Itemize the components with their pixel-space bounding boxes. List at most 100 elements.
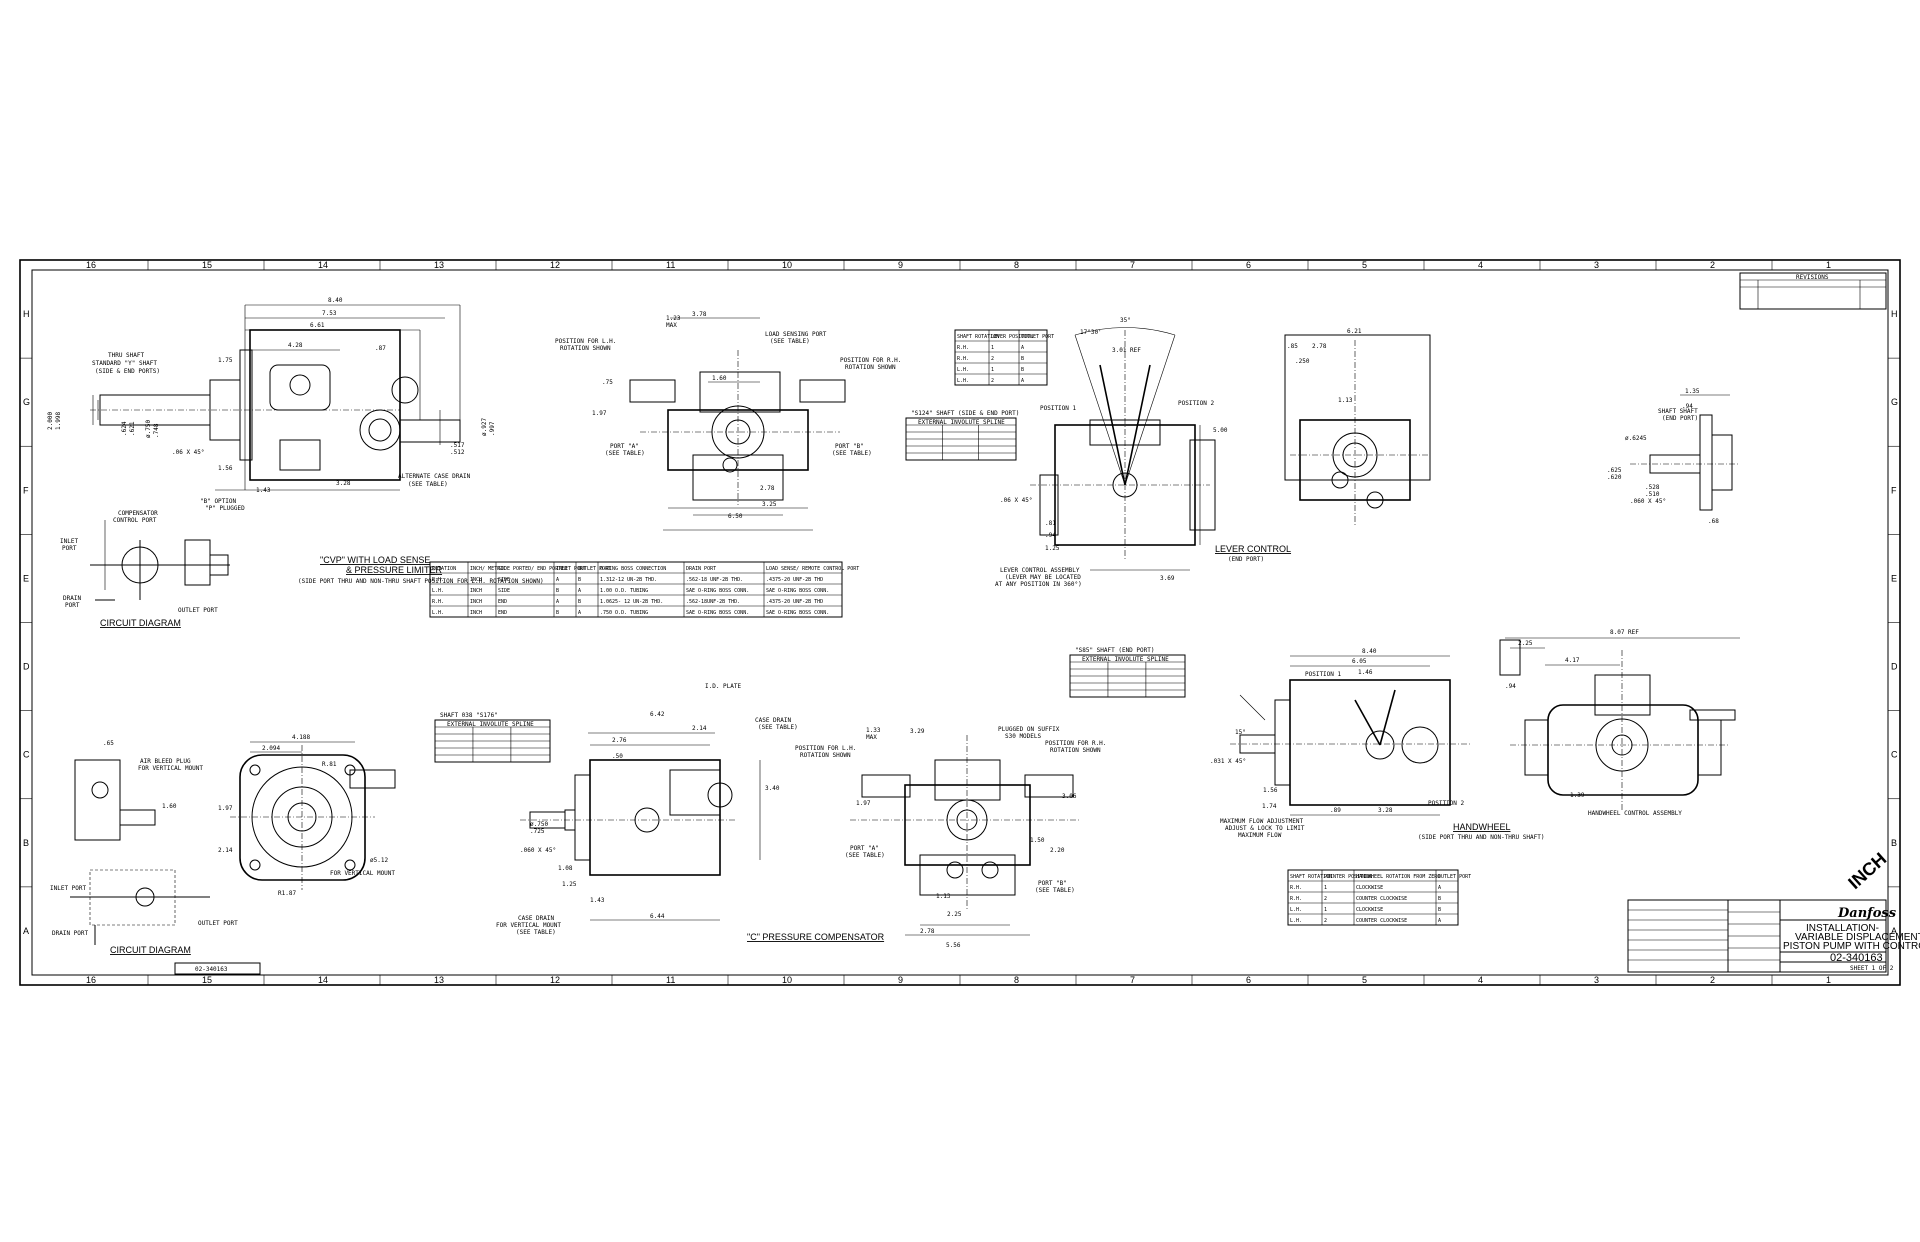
table-cell: L.H.: [1290, 907, 1302, 913]
table-frame: [1287, 869, 1459, 926]
column-label-top: 13: [434, 260, 444, 270]
svg-text:1.56: 1.56: [218, 465, 233, 472]
svg-text:CASE DRAIN: CASE DRAIN: [518, 915, 555, 922]
svg-text:R.81: R.81: [322, 761, 337, 768]
row-label-right: B: [1891, 838, 1897, 848]
table-cell: L.H.: [957, 367, 969, 373]
column-label-bottom: 3: [1594, 975, 1599, 985]
table-cell: L.H.: [432, 610, 444, 616]
row-label-left: F: [23, 485, 29, 495]
table-cell: 2: [991, 378, 994, 384]
handwheel-spline-table: "S85" SHAFT (END PORT)EXTERNAL INVOLUTE …: [1069, 647, 1186, 698]
table-cell: L.H.: [957, 378, 969, 384]
svg-text:.250: .250: [1295, 358, 1310, 365]
row-label-left: G: [23, 397, 30, 407]
cvp-title: "CVP" WITH LOAD SENSE & PRESSURE LIMITER…: [298, 555, 544, 585]
svg-text:PORT: PORT: [65, 602, 80, 609]
svg-text:3.06: 3.06: [1062, 793, 1077, 800]
table-cell: L.H.: [1290, 918, 1302, 924]
cvp-end-text: POSITION FOR L.H. ROTATION SHOWN LOAD SE…: [555, 311, 901, 520]
table-cell: SAE O-RING BOSS CONN.: [766, 610, 829, 616]
svg-text:5.00: 5.00: [1213, 427, 1228, 434]
svg-text:3.78: 3.78: [692, 311, 707, 318]
table-cell: INCH: [470, 588, 482, 594]
column-label-top: 7: [1130, 260, 1135, 270]
cvp-end-view: [629, 317, 846, 531]
svg-text:.89: .89: [1330, 807, 1341, 814]
svg-text:.94: .94: [1505, 683, 1516, 690]
svg-text:1.56: 1.56: [1263, 787, 1278, 794]
svg-text:ALTERNATE CASE DRAIN: ALTERNATE CASE DRAIN: [398, 473, 471, 480]
svg-text:.510: .510: [1645, 491, 1660, 498]
table-cell: INCH: [470, 577, 482, 583]
svg-text:MAX: MAX: [866, 734, 877, 741]
table-frame: [429, 561, 843, 618]
svg-text:3.01 REF: 3.01 REF: [1112, 347, 1141, 354]
table-cell: INCH: [470, 610, 482, 616]
table-cell: B: [1438, 907, 1441, 913]
svg-text:1.33: 1.33: [866, 727, 881, 734]
table-header-cell: OUTLET PORT: [1438, 874, 1471, 880]
table-header-cell: OUTLET PORT: [1021, 334, 1054, 340]
svg-text:THRU SHAFT: THRU SHAFT: [108, 352, 145, 359]
svg-text:2.25: 2.25: [1518, 640, 1533, 647]
column-label-bottom: 9: [898, 975, 903, 985]
table-cell: .750 O.D. TUBING: [600, 610, 648, 616]
table-cell: A: [1021, 345, 1024, 351]
column-label-top: 1: [1826, 260, 1831, 270]
svg-text:35°: 35°: [1120, 317, 1131, 324]
table-cell: 2: [991, 356, 994, 362]
svg-text:(LEVER MAY BE LOCATED: (LEVER MAY BE LOCATED: [1005, 574, 1081, 581]
column-label-top: 5: [1362, 260, 1367, 270]
table-cell: 1: [991, 345, 994, 351]
circuit-diagram-2-text: AIR BLEED PLUG FOR VERTICAL MOUNT INLET …: [50, 740, 238, 955]
table-cell: A: [578, 610, 581, 616]
svg-text:ø.750: ø.750: [530, 821, 548, 828]
table-header-cell: HANDWHEEL ROTATION FROM ZERO: [1356, 874, 1440, 880]
svg-text:.725: .725: [530, 828, 545, 835]
svg-text:REVISIONS: REVISIONS: [1796, 274, 1829, 281]
spline-title: "S124" SHAFT (SIDE & END PORT): [911, 410, 1019, 417]
svg-text:S30 MODELS: S30 MODELS: [1005, 733, 1042, 740]
column-label-top: 11: [666, 260, 675, 270]
svg-text:(SEE TABLE): (SEE TABLE): [408, 481, 448, 488]
table-cell: END: [498, 599, 507, 605]
table-header-cell: INLET PORT: [556, 566, 586, 572]
handwheel-side-view: [1230, 655, 1470, 816]
table-cell: B: [556, 588, 559, 594]
svg-text:R1.87: R1.87: [278, 890, 296, 897]
table-cell: A: [1438, 885, 1441, 891]
row-label-left: E: [23, 573, 29, 583]
table-cell: A: [556, 599, 559, 605]
svg-text:INSTALLATION-: INSTALLATION-: [1806, 923, 1879, 934]
svg-text:INLET PORT: INLET PORT: [50, 885, 87, 892]
svg-text:.748: .748: [153, 423, 160, 438]
svg-text:MAXIMUM FLOW ADJUSTMENT: MAXIMUM FLOW ADJUSTMENT: [1220, 818, 1303, 825]
table-cell: R.H.: [1290, 885, 1302, 891]
svg-text:2.14: 2.14: [218, 847, 233, 854]
svg-text:.85: .85: [1287, 343, 1298, 350]
svg-text:1.08: 1.08: [558, 865, 573, 872]
table-cell: CLOCKWISE: [1356, 885, 1383, 891]
table-cell: R.H.: [957, 356, 969, 362]
svg-text:(END PORT): (END PORT): [1662, 415, 1698, 422]
vertical-mount-text: FOR VERTICAL MOUNT 4.188 2.094 R.81 1.97…: [218, 734, 395, 897]
column-label-top: 12: [550, 260, 560, 270]
svg-text:POSITION FOR R.H.: POSITION FOR R.H.: [1045, 740, 1106, 747]
handwheel-side-text: POSITION 1 POSITION 2 MAXIMUM FLOW ADJUS…: [1210, 648, 1544, 841]
c-spline-table: SHAFT 038 "S176"EXTERNAL INVOLUTE SPLINE: [434, 712, 551, 763]
svg-text:2.76: 2.76: [612, 737, 627, 744]
svg-text:COMPENSATOR: COMPENSATOR: [118, 510, 158, 517]
svg-text:2.20: 2.20: [1050, 847, 1065, 854]
svg-text:CASE DRAIN: CASE DRAIN: [755, 717, 792, 724]
table-cell: .562-18 UNF-2B THD.: [686, 577, 743, 583]
table-header-cell: INCH/ METRIC: [470, 566, 506, 572]
svg-text:PORT: PORT: [62, 545, 77, 552]
column-label-top: 6: [1246, 260, 1251, 270]
svg-text:ø5.12: ø5.12: [370, 857, 388, 864]
svg-text:8.40: 8.40: [328, 297, 343, 304]
svg-text:LEVER CONTROL ASSEMBLY: LEVER CONTROL ASSEMBLY: [1000, 567, 1080, 574]
row-label-right: E: [1891, 573, 1897, 583]
